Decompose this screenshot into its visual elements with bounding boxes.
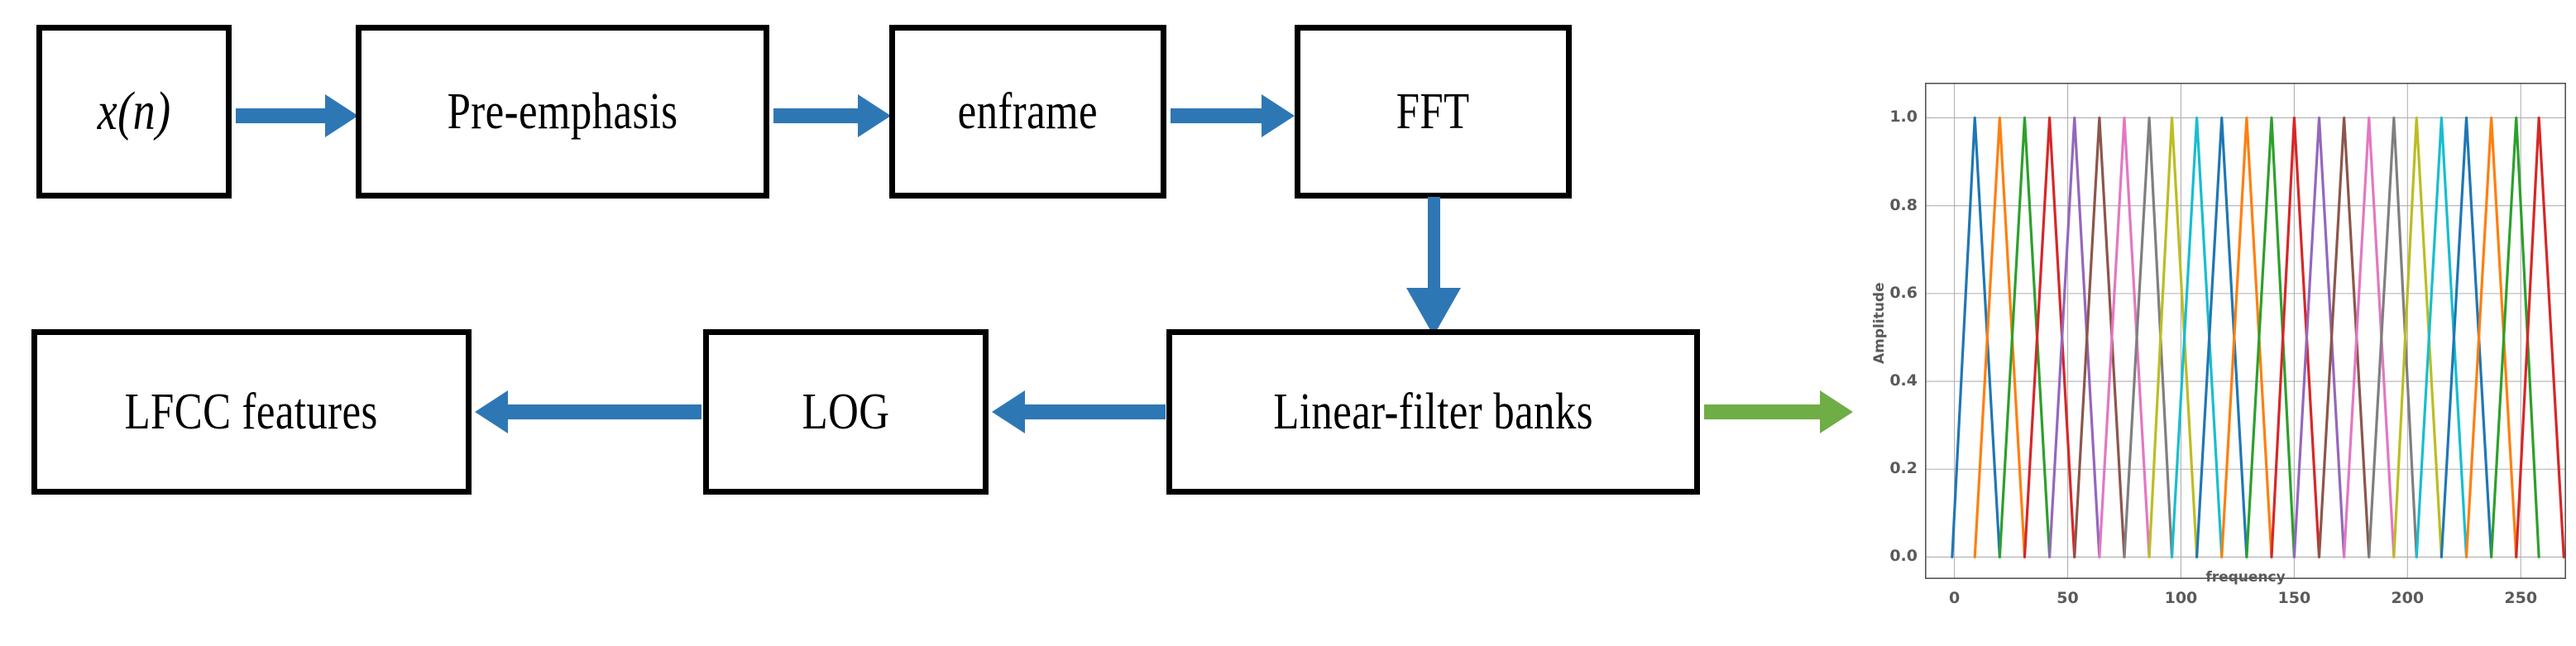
chart-ytick-label: 0.8 xyxy=(1889,195,1918,214)
chart-plot-area xyxy=(1925,83,2566,579)
arrow-shaft xyxy=(1171,108,1263,123)
arrow-head xyxy=(1262,94,1295,137)
node-fft[interactable]: FFT xyxy=(1295,25,1572,199)
arrow-head xyxy=(1406,288,1461,336)
node-lfcc-features[interactable]: LFCC features xyxy=(31,329,472,495)
node-enframe-label: enframe xyxy=(957,84,1099,140)
chart-ytick-label: 0.2 xyxy=(1889,459,1918,478)
chart-xtick-label: 0 xyxy=(1948,589,1961,607)
node-fft-label: FFT xyxy=(1396,84,1470,140)
chart-ytick-label: 0.0 xyxy=(1889,547,1918,566)
arrow-shaft xyxy=(1023,404,1166,419)
node-enframe[interactable]: enframe xyxy=(889,25,1166,199)
node-lfcc-features-label: LFCC features xyxy=(124,384,379,440)
edge-filterbank-to-log xyxy=(992,387,1166,437)
arrow-head xyxy=(325,94,358,137)
edge-xn-to-preemphasis xyxy=(236,91,358,141)
arrow-shaft xyxy=(236,108,327,123)
chart-xtick-label: 50 xyxy=(2056,589,2079,607)
chart-xtick-label: 150 xyxy=(2277,589,2311,607)
chart-xlabel: frequency xyxy=(2205,569,2286,586)
chart-xtick-label: 200 xyxy=(2391,589,2425,607)
edge-fft-to-filterbank xyxy=(1406,197,1461,336)
arrow-head xyxy=(992,390,1025,433)
edge-enframe-to-fft xyxy=(1171,91,1295,141)
chart-ytick-label: 0.4 xyxy=(1889,371,1918,390)
node-xn[interactable]: x(n) xyxy=(36,25,232,199)
chart-xtick-label: 100 xyxy=(2164,589,2198,607)
chart-xtick-label: 250 xyxy=(2504,589,2538,607)
arrow-shaft xyxy=(1428,197,1440,292)
edge-filterbank-to-chart xyxy=(1704,387,1853,437)
node-log-label: LOG xyxy=(802,384,890,440)
edge-preemphasis-to-enframe xyxy=(773,91,891,141)
chart-ytick-label: 0.6 xyxy=(1889,283,1918,302)
node-pre-emphasis[interactable]: Pre-emphasis xyxy=(356,25,769,199)
chart-ytick-label: 1.0 xyxy=(1889,108,1918,127)
node-linear-filter-banks[interactable]: Linear-filter banks xyxy=(1166,329,1700,495)
arrow-shaft xyxy=(506,404,701,419)
arrow-head xyxy=(475,390,508,433)
arrow-shaft xyxy=(1704,404,1820,419)
node-xn-label: x(n) xyxy=(97,81,171,141)
edge-log-to-lfcc xyxy=(475,387,701,437)
arrow-head xyxy=(858,94,891,137)
node-pre-emphasis-label: Pre-emphasis xyxy=(447,84,678,140)
arrow-shaft xyxy=(773,108,859,123)
node-log[interactable]: LOG xyxy=(703,329,989,495)
arrow-head xyxy=(1820,390,1853,433)
node-linear-filter-banks-label: Linear-filter banks xyxy=(1273,384,1593,440)
